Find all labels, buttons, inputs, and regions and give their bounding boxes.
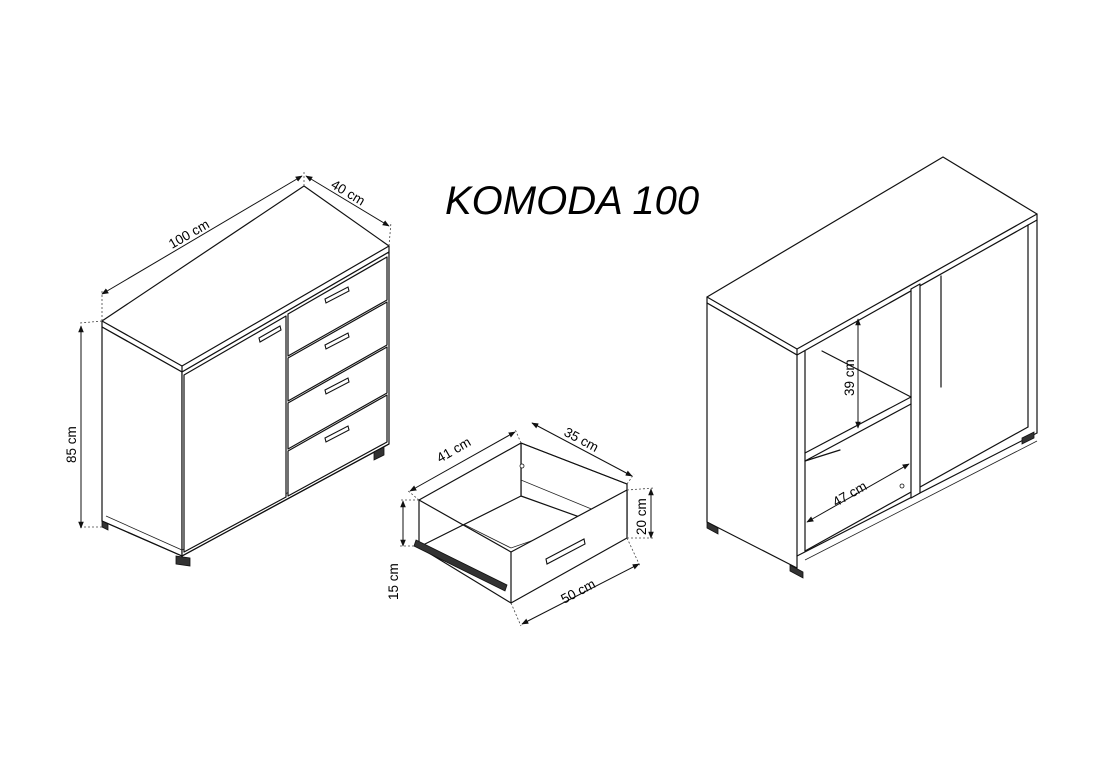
dim-shelf-height-label: 39 cm <box>842 359 857 396</box>
dim-height-label: 85 cm <box>64 426 79 463</box>
drawer-handle <box>324 425 350 443</box>
drawer-handle <box>324 332 350 350</box>
drawer-handle <box>324 377 350 395</box>
carcass-partition <box>910 283 921 499</box>
carcass-top <box>706 156 1038 350</box>
drawer-front-handle <box>545 538 586 565</box>
door-handle <box>258 325 282 343</box>
drawer-front <box>287 346 388 450</box>
dim-drawer-inner-height-label: 15 cm <box>386 563 401 600</box>
foot <box>706 521 719 535</box>
dim-drawer-front-height-label: 20 cm <box>634 498 649 535</box>
screw-hole <box>519 463 525 469</box>
sideboard-side <box>101 326 183 557</box>
dim-shelf-width-label: 47 cm <box>830 478 869 509</box>
dim-width-label: 100 cm <box>166 216 212 251</box>
foot <box>789 564 804 579</box>
screw-hole <box>899 483 905 489</box>
dim-drawer-depth-label: 35 cm <box>562 424 602 455</box>
dim-drawer-front-width-label: 50 cm <box>558 576 598 607</box>
page-title: KOMODA 100 <box>445 179 699 223</box>
drawer-runner <box>413 539 508 592</box>
drawer-detail: 41 cm 35 cm 20 cm 15 cm 50 cm <box>386 422 655 627</box>
carcass-side <box>706 302 798 569</box>
dim-drawer-width-label: 41 cm <box>434 434 473 465</box>
foot <box>1021 431 1035 445</box>
foot <box>101 520 109 531</box>
sideboard-open: 39 cm 47 cm <box>706 156 1038 579</box>
drawer-front <box>287 394 388 497</box>
drawer-front <box>287 301 388 402</box>
drawer-side <box>418 442 522 548</box>
dim-depth-label: 40 cm <box>328 177 367 209</box>
foot <box>175 555 191 567</box>
foot <box>373 446 385 461</box>
drawer-handle <box>324 286 350 304</box>
sideboard-closed: 100 cm 40 cm 85 cm <box>64 172 392 567</box>
sideboard-door <box>183 315 287 553</box>
drawer-front <box>287 256 388 357</box>
